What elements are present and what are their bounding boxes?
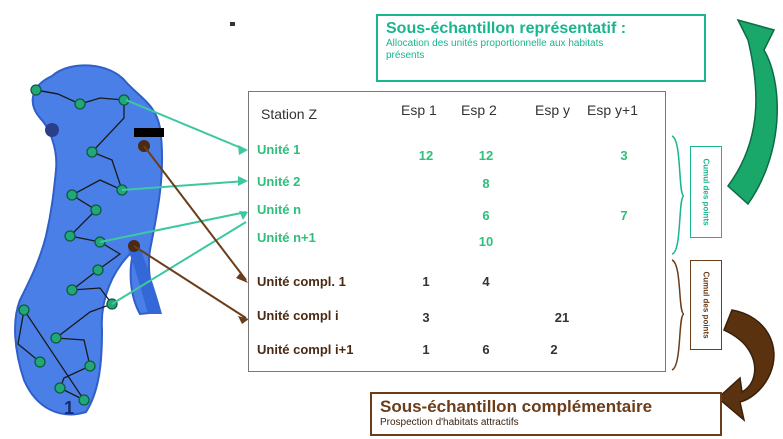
- cell-uniten-espy1: 7: [620, 208, 628, 223]
- river-branch: [128, 248, 162, 314]
- cell-compli1-esp1: 1: [422, 342, 430, 357]
- representative-title: Sous-échantillon représentatif :: [386, 20, 627, 37]
- rep-cumul-label-box: Cumul des points: [690, 146, 722, 238]
- column-header-espy1: Esp y+1: [587, 102, 638, 118]
- row-label-unite-n: Unité n: [257, 202, 302, 217]
- complementary-subtitle: Prospection d'habitats attractifs: [380, 417, 519, 428]
- row-label-unite-1: Unité 1: [257, 142, 301, 157]
- column-header-esp2: Esp 2: [461, 102, 497, 118]
- representative-subsample-box: Sous-échantillon représentatif : Allocat…: [376, 14, 706, 82]
- dark-spot: [45, 123, 59, 137]
- cell-compl1-esp1: 1: [422, 274, 430, 289]
- comp-cumul-label-box: Cumul des points: [690, 260, 722, 350]
- comp-brace: [671, 259, 685, 371]
- complementary-title: Sous-échantillon complémentaire: [380, 397, 653, 416]
- row-label-unite-2: Unité 2: [257, 174, 301, 189]
- cell-unite1-esp2: 12: [478, 148, 494, 163]
- cell-unite2-esp2: 8: [482, 176, 490, 191]
- cell-compli1-esp2: 6: [482, 342, 490, 357]
- map-number: 1: [64, 398, 74, 418]
- column-header-espy: Esp y: [535, 102, 571, 118]
- station-label: Station Z: [261, 106, 318, 122]
- cell-uniten-esp2: 6: [482, 208, 490, 223]
- row-label-compl-i: Unité compl i: [257, 308, 339, 323]
- cell-compli1-espy: 2: [550, 342, 558, 357]
- complementary-subsample-box: Sous-échantillon complémentaire Prospect…: [370, 392, 722, 436]
- comp-cumul-label: Cumul des points: [701, 271, 711, 339]
- cell-compli-esp1: 3: [422, 310, 430, 325]
- representative-subtitle: Allocation des unités proportionnelle au…: [386, 38, 604, 61]
- cell-unite1-espy1: 3: [620, 148, 628, 163]
- cell-unite1-esp1: 12: [418, 148, 434, 163]
- row-label-compl-1: Unité compl. 1: [257, 274, 346, 289]
- cell-compli-espy: 21: [554, 310, 570, 325]
- cell-unite-n1-esp2: 10: [478, 234, 494, 249]
- row-label-unite-n1: Unité n+1: [257, 230, 316, 245]
- row-label-compl-i1: Unité compl i+1: [257, 342, 354, 357]
- cell-compl1-esp2: 4: [482, 274, 490, 289]
- rep-connectors: [99, 99, 247, 305]
- sampling-network: [17, 89, 125, 402]
- rep-brace: [671, 135, 685, 255]
- top-mark: [230, 22, 235, 26]
- black-marker: [134, 128, 164, 137]
- sampling-nodes: [18, 84, 130, 406]
- station-table: Station Z Esp 1 Esp 2 Esp y Esp y+1 Unit…: [248, 91, 666, 372]
- comp-connectors: [133, 145, 247, 319]
- column-header-esp1: Esp 1: [401, 102, 437, 118]
- rep-cumul-label: Cumul des points: [701, 158, 711, 226]
- comp-curved-arrow: [716, 309, 775, 423]
- rep-curved-arrow: [726, 18, 778, 206]
